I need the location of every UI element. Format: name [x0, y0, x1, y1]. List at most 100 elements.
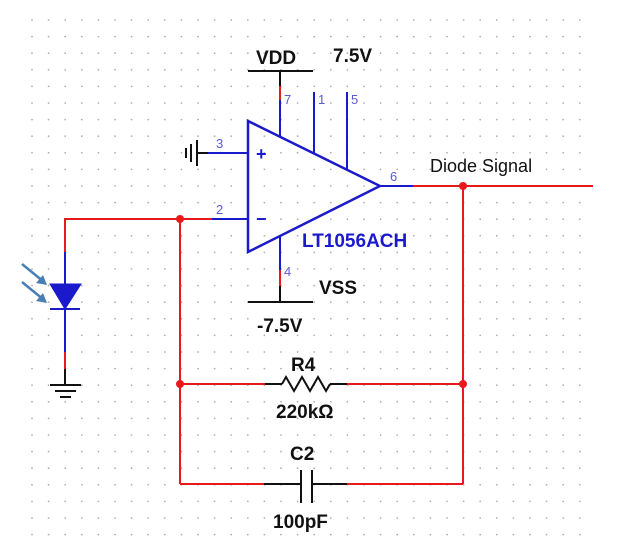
- grid-dot: [147, 151, 150, 154]
- grid-dot: [197, 234, 199, 237]
- grid-dot: [529, 218, 531, 221]
- grid-dot: [114, 334, 116, 337]
- grid-dot: [562, 400, 565, 403]
- grid-dot: [479, 450, 482, 453]
- grid-dot: [363, 301, 365, 304]
- grid-dot: [462, 52, 465, 55]
- grid-dot: [495, 19, 498, 21]
- grid-dot: [263, 351, 266, 353]
- grid-dot: [180, 201, 183, 204]
- grid-dot: [197, 367, 199, 370]
- grid-dot: [545, 85, 548, 88]
- resistor-r4[interactable]: R4 220kΩ: [176, 355, 467, 423]
- grid-dot: [313, 533, 316, 536]
- grid-dot: [230, 467, 233, 470]
- grid-dot: [296, 351, 299, 353]
- grid-dot: [396, 450, 399, 453]
- grid-dot: [429, 450, 432, 453]
- opamp[interactable]: 7 1 5 3 2 6 4 + − LT1056ACH: [197, 92, 413, 279]
- grid-dot: [47, 234, 50, 237]
- grid-dot: [379, 268, 382, 270]
- grid-dot: [363, 168, 365, 171]
- grid-dot: [313, 201, 316, 204]
- c2-ref: C2: [290, 444, 314, 465]
- grid-dot: [446, 417, 448, 420]
- grid-dot: [280, 400, 282, 403]
- grid-dot: [529, 52, 531, 55]
- grid-dot: [512, 434, 515, 436]
- grid-dot: [280, 334, 282, 337]
- grid-dot: [230, 450, 233, 453]
- grid-dot: [31, 268, 33, 270]
- grid-dot: [230, 19, 233, 21]
- grid-dot: [429, 533, 432, 536]
- grid-dot: [446, 533, 448, 536]
- grid-dot: [446, 450, 448, 453]
- grid-dot: [396, 68, 399, 71]
- grid-dot: [379, 201, 382, 204]
- grid-dot: [429, 118, 432, 121]
- grid-dot: [479, 284, 482, 287]
- grid-dot: [446, 268, 448, 270]
- net-label-diode-signal[interactable]: Diode Signal: [430, 156, 532, 176]
- grid-dot: [545, 317, 548, 320]
- grid-dot: [230, 301, 233, 304]
- vss-supply[interactable]: VSS -7.5V: [248, 270, 357, 337]
- grid-dot: [578, 68, 581, 71]
- grid-dot: [31, 533, 33, 536]
- photodiode[interactable]: [21, 252, 82, 352]
- grid-dot: [329, 52, 332, 55]
- grid-dot: [280, 450, 282, 453]
- grid-dot: [329, 284, 332, 287]
- grid-dot: [80, 68, 83, 71]
- grid-dot: [114, 52, 116, 55]
- grid-dot: [280, 151, 282, 154]
- grid-dot: [230, 317, 233, 320]
- grid-dot: [97, 317, 100, 320]
- grid-dot: [412, 19, 415, 21]
- grid-dot: [246, 417, 249, 420]
- grid-dot: [80, 268, 83, 270]
- grid-dot: [114, 168, 116, 171]
- grid-dot: [180, 52, 183, 55]
- grid-dot: [80, 185, 83, 187]
- grid-dot: [163, 52, 166, 55]
- grid-dot: [180, 68, 183, 71]
- grid-dot: [429, 434, 432, 436]
- grid-dot: [529, 483, 531, 486]
- grid-dot: [114, 317, 116, 320]
- grid-dot: [396, 284, 399, 287]
- grid-dot: [313, 268, 316, 270]
- grid-dot: [479, 483, 482, 486]
- grid-dot: [230, 517, 233, 519]
- grid-dot: [246, 400, 249, 403]
- grid-dot: [379, 102, 382, 104]
- grid-dot: [163, 185, 166, 187]
- ground-pin3[interactable]: [185, 140, 208, 166]
- wire-inverting-input[interactable]: [64, 218, 212, 252]
- ground-photodiode[interactable]: [50, 352, 81, 398]
- junction-r4-right: [459, 380, 467, 388]
- grid-dot: [31, 151, 33, 154]
- grid-dot: [263, 135, 266, 138]
- grid-dot: [396, 351, 399, 353]
- grid-dot: [47, 68, 50, 71]
- grid-dot: [313, 234, 316, 237]
- grid-dot: [462, 68, 465, 71]
- vdd-supply[interactable]: VDD 7.5V: [248, 46, 372, 100]
- grid-dot: [80, 500, 83, 503]
- grid-dot: [329, 19, 332, 21]
- grid-dot: [545, 301, 548, 304]
- grid-dot: [213, 185, 216, 187]
- grid-dot: [163, 417, 166, 420]
- grid-dot: [545, 334, 548, 337]
- grid-dot: [512, 85, 515, 88]
- grid-dot: [512, 135, 515, 138]
- grid-dot: [379, 533, 382, 536]
- grid-dot: [197, 68, 199, 71]
- grid-dot: [495, 201, 498, 204]
- grid-dot: [462, 135, 465, 138]
- grid-dot: [479, 334, 482, 337]
- capacitor-c2[interactable]: C2 100pF: [180, 444, 463, 533]
